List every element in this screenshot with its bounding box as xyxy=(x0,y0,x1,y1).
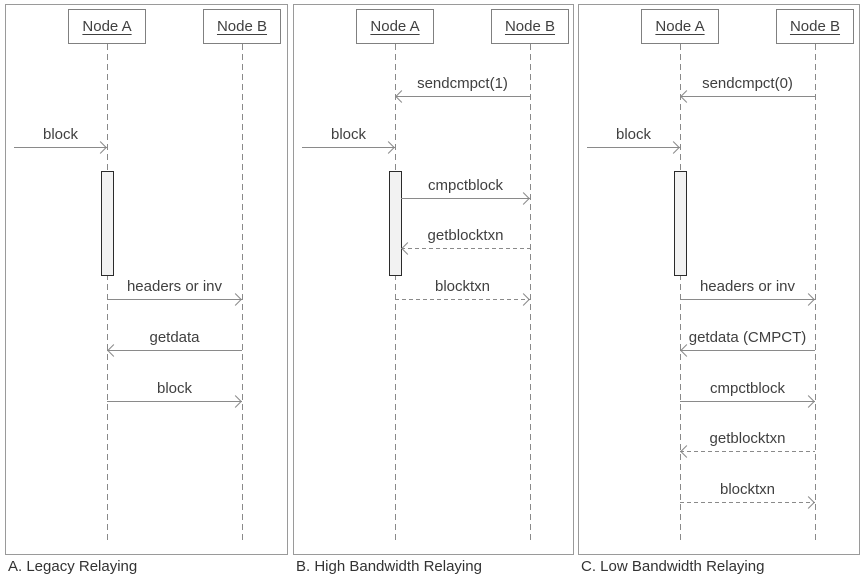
node-b-label: Node B xyxy=(216,18,268,35)
arrowhead-right-icon xyxy=(667,141,680,154)
activation-bar xyxy=(674,171,687,276)
message-line-getdata xyxy=(107,350,242,351)
message-label: getblocktxn xyxy=(709,430,786,447)
message-label: block xyxy=(42,126,79,143)
arrowhead-left-icon xyxy=(401,242,414,255)
lifeline-a xyxy=(395,44,396,541)
message-label: block xyxy=(156,380,193,397)
message-label: headers or inv xyxy=(699,278,796,295)
node-a-label: Node A xyxy=(655,18,705,35)
panel-high-bandwidth-relaying: Node A Node B sendcmpct(1) block cmpctblock g… xyxy=(293,4,574,555)
arrowhead-left-icon xyxy=(680,90,693,103)
message-label: block xyxy=(615,126,652,143)
node-b-label: Node B xyxy=(504,18,556,35)
message-line-getblocktxn xyxy=(680,451,815,452)
node-b-box: Node B xyxy=(203,9,281,44)
lifeline-b xyxy=(242,44,243,541)
arrowhead-right-icon xyxy=(229,395,242,408)
node-b-label: Node B xyxy=(789,18,841,35)
arrowhead-right-icon xyxy=(517,192,530,205)
lifeline-a xyxy=(680,44,681,541)
node-a-label: Node A xyxy=(370,18,420,35)
arrowhead-right-icon xyxy=(94,141,107,154)
message-label: headers or inv xyxy=(126,278,223,295)
panel-c-caption: C. Low Bandwidth Relaying xyxy=(581,558,765,575)
arrowhead-right-icon xyxy=(229,293,242,306)
lifeline-a xyxy=(107,44,108,541)
lifeline-b xyxy=(530,44,531,541)
message-label: getdata xyxy=(149,329,200,346)
message-line-sendcmpct-0- xyxy=(680,96,815,97)
message-line-getblocktxn xyxy=(401,248,530,249)
message-label: block xyxy=(330,126,367,143)
arrowhead-left-icon xyxy=(395,90,408,103)
message-line-blocktxn xyxy=(395,299,530,300)
arrowhead-left-icon xyxy=(680,344,693,357)
message-label: cmpctblock xyxy=(427,177,504,194)
message-line-block xyxy=(587,147,680,148)
node-a-box: Node A xyxy=(641,9,719,44)
message-line-getdata-cmpct- xyxy=(680,350,815,351)
node-a-box: Node A xyxy=(356,9,434,44)
message-label: blocktxn xyxy=(719,481,776,498)
message-line-headers-or-inv xyxy=(107,299,242,300)
message-label: sendcmpct(1) xyxy=(417,75,508,92)
panel-a-caption: A. Legacy Relaying xyxy=(8,558,138,575)
node-b-box: Node B xyxy=(491,9,569,44)
arrowhead-left-icon xyxy=(107,344,120,357)
message-line-headers-or-inv xyxy=(680,299,815,300)
message-line-block xyxy=(302,147,395,148)
arrowhead-right-icon xyxy=(802,496,815,509)
node-a-box: Node A xyxy=(68,9,146,44)
arrowhead-right-icon xyxy=(802,395,815,408)
message-label: sendcmpct(0) xyxy=(702,75,793,92)
message-line-cmpctblock xyxy=(401,198,530,199)
node-b-box: Node B xyxy=(776,9,854,44)
activation-bar xyxy=(101,171,114,276)
message-label: getblocktxn xyxy=(427,227,504,244)
message-label: blocktxn xyxy=(434,278,491,295)
lifeline-b xyxy=(815,44,816,541)
message-line-block xyxy=(107,401,242,402)
message-label: getdata (CMPCT) xyxy=(688,329,807,346)
arrowhead-right-icon xyxy=(382,141,395,154)
arrowhead-right-icon xyxy=(517,293,530,306)
message-label: cmpctblock xyxy=(709,380,786,397)
message-line-cmpctblock xyxy=(680,401,815,402)
node-a-label: Node A xyxy=(82,18,132,35)
panel-b-caption: B. High Bandwidth Relaying xyxy=(296,558,482,575)
panel-low-bandwidth-relaying: Node A Node B sendcmpct(0) block headers or … xyxy=(578,4,860,555)
message-line-block xyxy=(14,147,107,148)
arrowhead-right-icon xyxy=(802,293,815,306)
arrowhead-left-icon xyxy=(680,445,693,458)
message-line-sendcmpct-1- xyxy=(395,96,530,97)
message-line-blocktxn xyxy=(680,502,815,503)
panel-legacy-relaying: Node A Node B block headers or inv getdata bl… xyxy=(5,4,288,555)
activation-bar xyxy=(389,171,402,276)
